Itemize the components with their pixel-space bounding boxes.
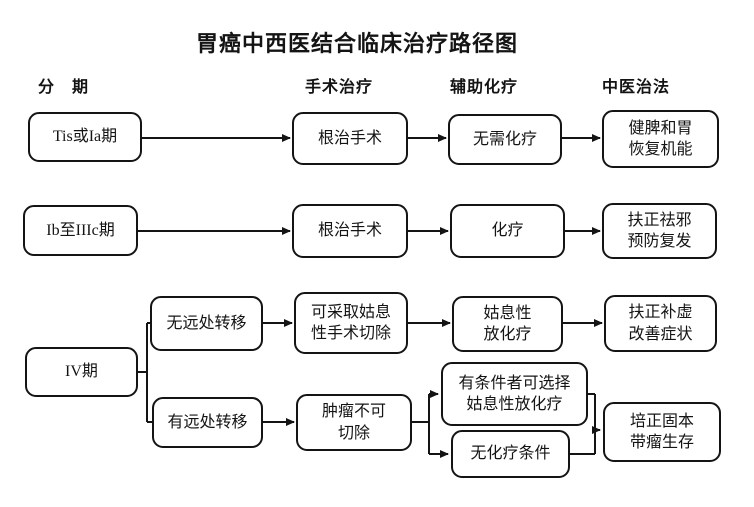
node-palliative-resection: 可采取姑息 性手术切除: [294, 292, 408, 354]
node-tcm-survive-with-tumor: 培正固本 带瘤生存: [603, 402, 721, 462]
column-header-adjuvant-chemo: 辅助化疗: [450, 79, 519, 96]
node-radical-surgery-2: 根治手术: [292, 204, 408, 258]
node-tcm-prevent-relapse: 扶正祛邪 预防复发: [602, 203, 717, 259]
node-stage-iv: IV期: [25, 347, 138, 397]
node-tcm-restore-function: 健脾和胃 恢复机能: [602, 110, 719, 168]
node-chemotherapy: 化疗: [450, 204, 565, 258]
diagram-title: 胃癌中西医结合临床治疗路径图: [195, 31, 518, 56]
branch-unresect: [412, 394, 430, 454]
node-tumor-unresectable: 肿瘤不可 切除: [296, 394, 412, 451]
node-radical-surgery-1: 根治手术: [292, 112, 408, 165]
node-eligible-palliative-chemoradiation: 有条件者可选择 姑息性放化疗: [441, 362, 588, 426]
node-no-chemo-needed: 无需化疗: [448, 114, 562, 165]
node-palliative-chemoradiation: 姑息性 放化疗: [452, 296, 563, 352]
merge-to-tcm4: [570, 393, 596, 455]
node-stage-tis-ia: Tis或Ia期: [28, 112, 142, 162]
branch-stage4: [138, 322, 152, 423]
node-distant-metastasis: 有远处转移: [152, 397, 263, 448]
column-header-staging: 分 期: [38, 79, 90, 96]
column-header-tcm: 中医治法: [602, 79, 671, 96]
node-no-distant-metastasis: 无远处转移: [150, 296, 263, 351]
column-header-surgery: 手术治疗: [305, 79, 374, 96]
node-stage-ib-iiic: Ib至IIIc期: [23, 205, 138, 256]
node-no-chemo-conditions: 无化疗条件: [451, 430, 570, 478]
node-tcm-relieve-symptoms: 扶正补虚 改善症状: [604, 295, 717, 352]
